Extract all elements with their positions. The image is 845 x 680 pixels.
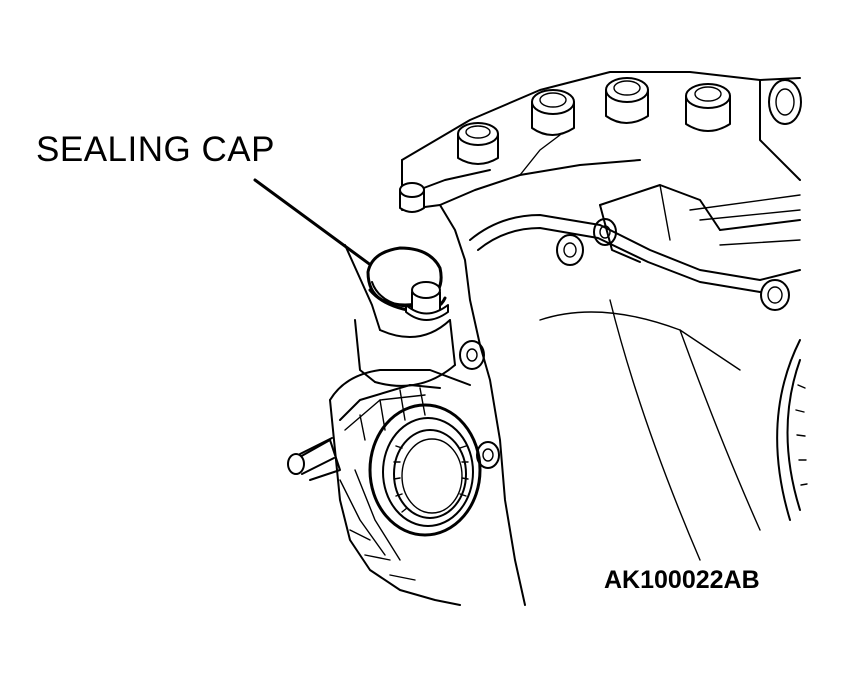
cap-retaining-bolt [405, 281, 449, 321]
sealing-cap-boss [344, 244, 456, 387]
sealing-cap-label: SEALING CAP [36, 130, 275, 169]
flange-bolt-2 [457, 122, 499, 165]
flange-bolt-1 [399, 182, 425, 213]
body-bolt-hole-2 [593, 218, 617, 246]
body-bolt-hole-5 [476, 441, 500, 469]
body-bolt-hole-1 [556, 234, 584, 266]
flange-bolt-5 [685, 83, 731, 132]
right-bearing-ring [776, 339, 808, 521]
oil-seal [368, 403, 482, 537]
figure-id-label: AK100022AB [604, 566, 760, 594]
body-bolt-hole-3 [760, 279, 790, 311]
flange-corner-boss [759, 79, 802, 181]
side-dowel-pin [287, 437, 341, 481]
case-body-outline [439, 184, 801, 606]
output-housing [329, 369, 471, 606]
body-bolt-hole-4 [459, 340, 485, 370]
flange-bolt-3 [531, 89, 575, 136]
flange-bolt-4 [605, 77, 649, 124]
